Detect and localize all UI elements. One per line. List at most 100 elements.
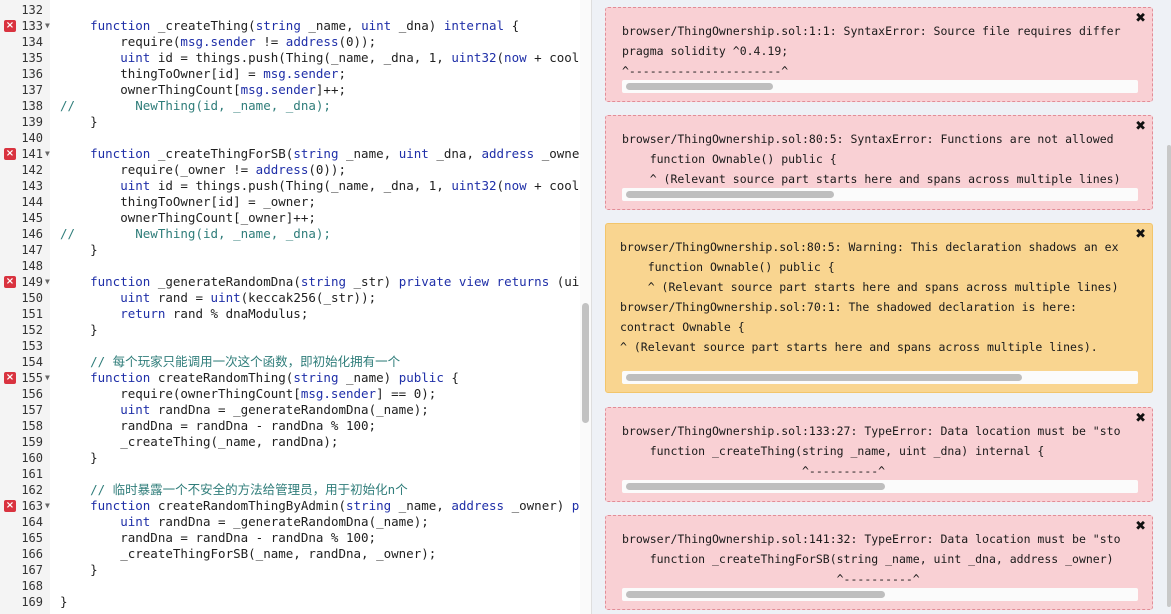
code-line[interactable]: 156 require(ownerThingCount[msg.sender] … xyxy=(0,386,580,402)
code-line[interactable]: 153 xyxy=(0,338,580,354)
panel-divider[interactable] xyxy=(591,0,592,614)
code-line[interactable]: ×133▼ function _createThing(string _name… xyxy=(0,18,580,34)
warning-message[interactable]: browser/ThingOwnership.sol:80:5: Warning… xyxy=(605,223,1153,393)
close-icon[interactable]: ✖ xyxy=(1135,411,1146,426)
code-token xyxy=(60,50,120,65)
code-line[interactable]: 159 _createThing(_name, randDna); xyxy=(0,434,580,450)
code-line[interactable]: 145 ownerThingCount[_owner]++; xyxy=(0,210,580,226)
code-text: _createThing(_name, randDna); xyxy=(60,434,338,450)
error-marker-icon[interactable]: × xyxy=(4,20,16,32)
code-text: // 每个玩家只能调用一次这个函数，即初始化拥有一个 xyxy=(60,354,400,370)
code-text: uint randDna = _generateRandomDna(_name)… xyxy=(60,514,429,530)
line-number: 158 xyxy=(21,419,43,433)
code-line[interactable]: 167 } xyxy=(0,562,580,578)
editor-scrollbar-thumb[interactable] xyxy=(582,303,589,423)
code-text: ownerThingCount[_owner]++; xyxy=(60,210,316,226)
code-line[interactable]: 168 xyxy=(0,578,580,594)
code-line[interactable]: 162 // 临时暴露一个不安全的方法给管理员，用于初始化n个 xyxy=(0,482,580,498)
code-line[interactable]: 147 } xyxy=(0,242,580,258)
error-marker-icon[interactable]: × xyxy=(4,276,16,288)
code-line[interactable]: 154 // 每个玩家只能调用一次这个函数，即初始化拥有一个 xyxy=(0,354,580,370)
code-line[interactable]: 135 uint id = things.push(Thing(_name, _… xyxy=(0,50,591,66)
fold-arrow-icon[interactable]: ▼ xyxy=(45,501,50,510)
code-text: require(msg.sender != address(0)); xyxy=(60,34,376,50)
message-horizontal-scrollbar[interactable] xyxy=(622,188,1138,201)
code-line[interactable]: 137 ownerThingCount[msg.sender]++; xyxy=(0,82,580,98)
scrollbar-thumb[interactable] xyxy=(626,83,773,90)
error-message[interactable]: browser/ThingOwnership.sol:133:27: TypeE… xyxy=(605,407,1153,502)
code-line[interactable]: 136 thingToOwner[id] = msg.sender; xyxy=(0,66,580,82)
scrollbar-thumb[interactable] xyxy=(626,483,885,490)
code-line[interactable]: 152 } xyxy=(0,322,580,338)
code-text: randDna = randDna - randDna % 100; xyxy=(60,418,376,434)
code-line[interactable]: ×163▼ function createRandomThingByAdmin(… xyxy=(0,498,591,514)
line-number: 169 xyxy=(21,595,43,609)
code-token: return xyxy=(120,306,166,321)
code-token: uint xyxy=(120,402,151,417)
error-marker-icon[interactable]: × xyxy=(4,500,16,512)
code-token: _str) xyxy=(346,274,399,289)
fold-arrow-icon[interactable]: ▼ xyxy=(45,149,50,158)
code-token: address xyxy=(285,34,339,49)
close-icon[interactable]: ✖ xyxy=(1135,119,1146,134)
message-horizontal-scrollbar[interactable] xyxy=(622,80,1138,93)
code-token: _generateRandomDna( xyxy=(150,274,301,289)
error-marker-icon[interactable]: × xyxy=(4,372,16,384)
code-line[interactable]: 161 xyxy=(0,466,580,482)
code-token: uint xyxy=(398,146,429,161)
code-token: } xyxy=(60,322,98,337)
fold-arrow-icon[interactable]: ▼ xyxy=(45,21,50,30)
code-token: _dna, xyxy=(428,146,482,161)
code-line[interactable]: ×155▼ function createRandomThing(string … xyxy=(0,370,580,386)
code-line[interactable]: 142 require(_owner != address(0)); xyxy=(0,162,580,178)
code-line[interactable]: 166 _createThingForSB(_name, randDna, _o… xyxy=(0,546,580,562)
code-token: msg.sender xyxy=(180,34,256,49)
close-icon[interactable]: ✖ xyxy=(1135,11,1146,26)
scrollbar-thumb[interactable] xyxy=(626,591,885,598)
message-horizontal-scrollbar[interactable] xyxy=(622,480,1138,493)
code-line[interactable]: 148 xyxy=(0,258,580,274)
code-line[interactable]: 157 uint randDna = _generateRandomDna(_n… xyxy=(0,402,580,418)
code-line[interactable]: ×149▼ function _generateRandomDna(string… xyxy=(0,274,591,290)
line-number: 163 xyxy=(21,499,43,513)
code-line[interactable]: 134 require(msg.sender != address(0)); xyxy=(0,34,580,50)
message-text: browser/ThingOwnership.sol:133:27: TypeE… xyxy=(622,424,1121,478)
panel-scrollbar-thumb[interactable] xyxy=(1167,145,1171,607)
code-line[interactable]: 160 } xyxy=(0,450,580,466)
error-message[interactable]: browser/ThingOwnership.sol:1:1: SyntaxEr… xyxy=(605,7,1153,102)
code-line[interactable]: 138// NewThing(id, _name, _dna); xyxy=(0,98,580,114)
code-editor[interactable]: 132×133▼ function _createThing(string _n… xyxy=(0,0,591,614)
close-icon[interactable]: ✖ xyxy=(1135,519,1146,534)
close-icon[interactable]: ✖ xyxy=(1135,227,1146,242)
code-line[interactable]: 165 randDna = randDna - randDna % 100; xyxy=(0,530,580,546)
code-line[interactable]: 150 uint rand = uint(keccak256(_str)); xyxy=(0,290,580,306)
line-number: 146 xyxy=(21,227,43,241)
message-horizontal-scrollbar[interactable] xyxy=(622,588,1138,601)
code-line[interactable]: 146// NewThing(id, _name, _dna); xyxy=(0,226,580,242)
scrollbar-thumb[interactable] xyxy=(626,191,834,198)
code-line[interactable]: 169} xyxy=(0,594,580,610)
line-number: 145 xyxy=(21,211,43,225)
code-line[interactable]: 158 randDna = randDna - randDna % 100; xyxy=(0,418,580,434)
scrollbar-thumb[interactable] xyxy=(626,374,1022,381)
code-token: function xyxy=(90,370,151,385)
error-message[interactable]: browser/ThingOwnership.sol:80:5: SyntaxE… xyxy=(605,115,1153,210)
code-line[interactable]: 139 } xyxy=(0,114,580,130)
code-line[interactable]: ×141▼ function _createThingForSB(string … xyxy=(0,146,591,162)
fold-arrow-icon[interactable]: ▼ xyxy=(45,373,50,382)
code-text: } xyxy=(60,450,98,466)
code-token: string xyxy=(346,498,392,513)
error-message[interactable]: browser/ThingOwnership.sol:141:32: TypeE… xyxy=(605,515,1153,610)
code-line[interactable]: 132 xyxy=(0,2,580,18)
code-text: function createRandomThing(string _name)… xyxy=(60,370,459,386)
code-line[interactable]: 143 uint id = things.push(Thing(_name, _… xyxy=(0,178,591,194)
code-line[interactable]: 164 uint randDna = _generateRandomDna(_n… xyxy=(0,514,580,530)
code-line[interactable]: 140 xyxy=(0,130,580,146)
error-marker-icon[interactable]: × xyxy=(4,148,16,160)
code-line[interactable]: 144 thingToOwner[id] = _owner; xyxy=(0,194,580,210)
code-text: thingToOwner[id] = _owner; xyxy=(60,194,316,210)
code-token: rand = xyxy=(150,290,211,305)
code-line[interactable]: 151 return rand % dnaModulus; xyxy=(0,306,580,322)
message-horizontal-scrollbar[interactable] xyxy=(622,371,1138,384)
fold-arrow-icon[interactable]: ▼ xyxy=(45,277,50,286)
